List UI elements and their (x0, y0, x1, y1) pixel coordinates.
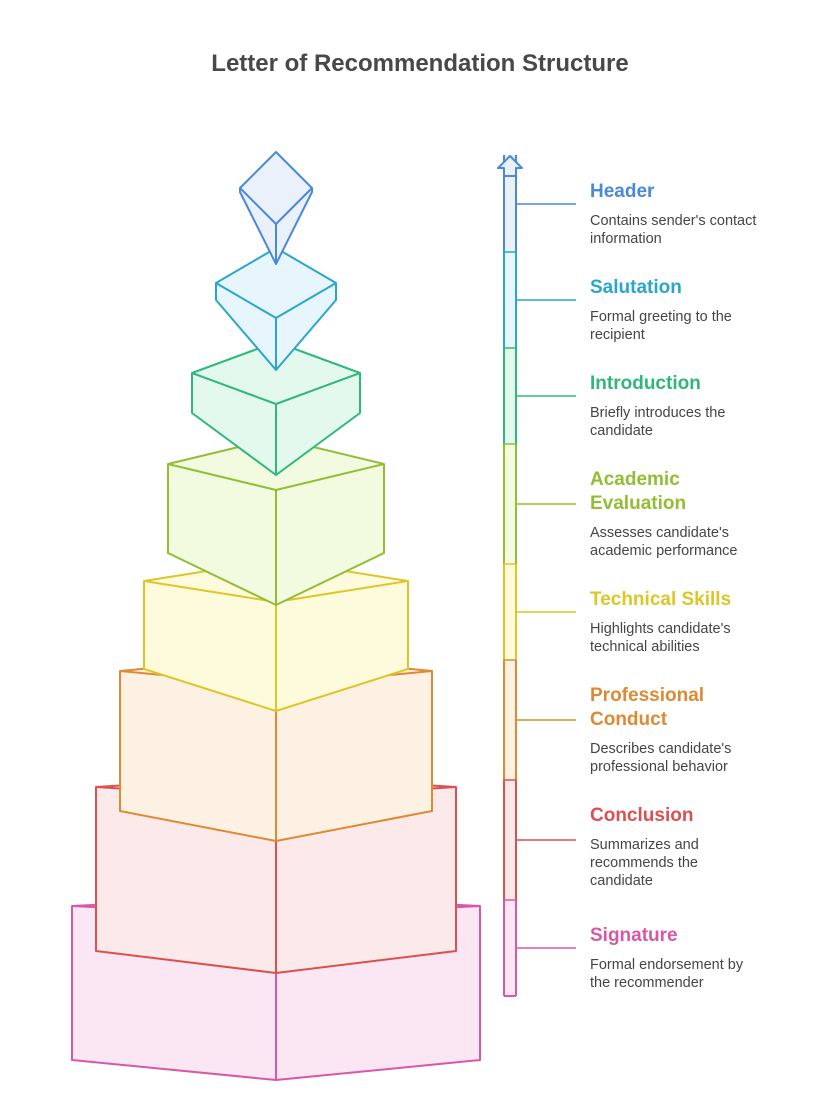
arrow-up-icon (497, 155, 523, 177)
bar-segment-introduction (504, 348, 516, 444)
pyramid-layer-academic-evaluation (167, 437, 385, 606)
pyramid-layer-introduction (191, 341, 361, 476)
label-title: Conclusion (590, 805, 694, 826)
progress-arrow-bar (497, 155, 523, 997)
label-title: Introduction (590, 373, 701, 394)
label-title: Signature (590, 925, 678, 946)
bar-segment-salutation (504, 252, 516, 348)
bar-segment-technical-skills (504, 564, 516, 660)
bar-segment-header (504, 155, 516, 252)
label-description: Describes candidate's professional behav… (590, 741, 732, 775)
bar-segment-signature (504, 900, 516, 996)
label-title: Header (590, 181, 655, 202)
label-title: Salutation (590, 277, 682, 298)
label-description: Highlights candidate's technical abiliti… (590, 621, 731, 655)
label-description: Summarizes and recommends the candidate (590, 837, 699, 889)
bar-segment-academic-evaluation (504, 444, 516, 564)
label-description: Formal endorsement by the recommender (590, 957, 744, 991)
bar-segment-conclusion (504, 780, 516, 900)
stacked-pyramid (71, 151, 481, 1081)
diagram-title: Letter of Recommendation Structure (211, 50, 629, 77)
label-connectors (517, 203, 576, 949)
pyramid-layer-header (239, 151, 313, 265)
label-title: Academic Evaluation (590, 469, 687, 514)
label-description: Assesses candidate's academic performanc… (590, 525, 738, 559)
label-description: Briefly introduces the candidate (590, 405, 726, 439)
label-title: Professional Conduct (590, 685, 705, 730)
label-description: Formal greeting to the recipient (590, 309, 732, 343)
label-title: Technical Skills (590, 589, 732, 610)
pyramid-layer-salutation (215, 247, 337, 371)
label-description: Contains sender's contact information (590, 213, 757, 247)
bar-segment-professional-conduct (504, 660, 516, 780)
